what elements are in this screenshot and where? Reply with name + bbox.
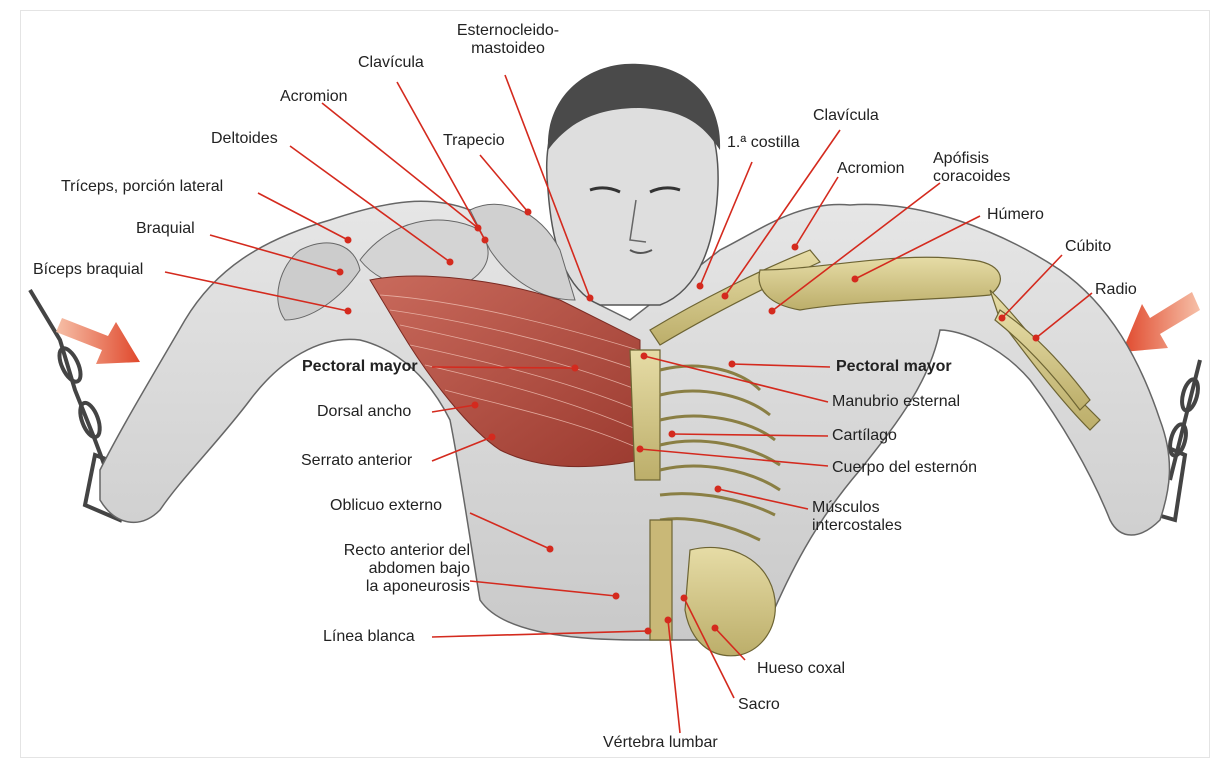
label-acromion-left: Acromion [280, 88, 348, 106]
label-radio: Radio [1095, 281, 1137, 299]
label-braquial: Braquial [136, 220, 195, 238]
label-acromion-right: Acromion [837, 160, 905, 178]
label-primera-costilla: 1.ª costilla [727, 134, 800, 152]
label-musculos-intercostales: Músculos intercostales [812, 499, 902, 535]
label-deltoides: Deltoides [211, 130, 278, 148]
label-esternocleidomastoideo: Esternocleido- mastoideo [448, 22, 568, 58]
label-pectoral-mayor-right: Pectoral mayor [836, 358, 952, 376]
right-motion-arrow [1122, 292, 1200, 352]
label-cubito: Cúbito [1065, 238, 1111, 256]
left-motion-arrow [56, 318, 140, 364]
label-hueso-coxal: Hueso coxal [757, 660, 845, 678]
label-sacro: Sacro [738, 696, 780, 714]
label-cuerpo-del-esternon: Cuerpo del esternón [832, 459, 977, 477]
label-pectoral-mayor-left: Pectoral mayor [302, 358, 418, 376]
label-oblicuo-externo: Oblicuo externo [330, 497, 442, 515]
label-recto-anterior-abdomen: Recto anterior del abdomen bajo la apone… [300, 542, 470, 596]
label-triceps-porcion-lateral: Tríceps, porción lateral [61, 178, 223, 196]
label-clavicula-left: Clavícula [358, 54, 424, 72]
label-humero: Húmero [987, 206, 1044, 224]
label-linea-blanca: Línea blanca [323, 628, 415, 646]
label-manubrio-esternal: Manubrio esternal [832, 393, 960, 411]
label-biceps-braquial: Bíceps braquial [33, 261, 143, 279]
label-vertebra-lumbar: Vértebra lumbar [603, 734, 718, 752]
label-trapecio: Trapecio [443, 132, 505, 150]
label-apofisis-coracoides: Apófisis coracoides [933, 150, 1010, 186]
label-clavicula-right: Clavícula [813, 107, 879, 125]
label-cartilago: Cartílago [832, 427, 897, 445]
label-dorsal-ancho: Dorsal ancho [317, 403, 411, 421]
head [547, 64, 720, 305]
label-serrato-anterior: Serrato anterior [301, 452, 412, 470]
